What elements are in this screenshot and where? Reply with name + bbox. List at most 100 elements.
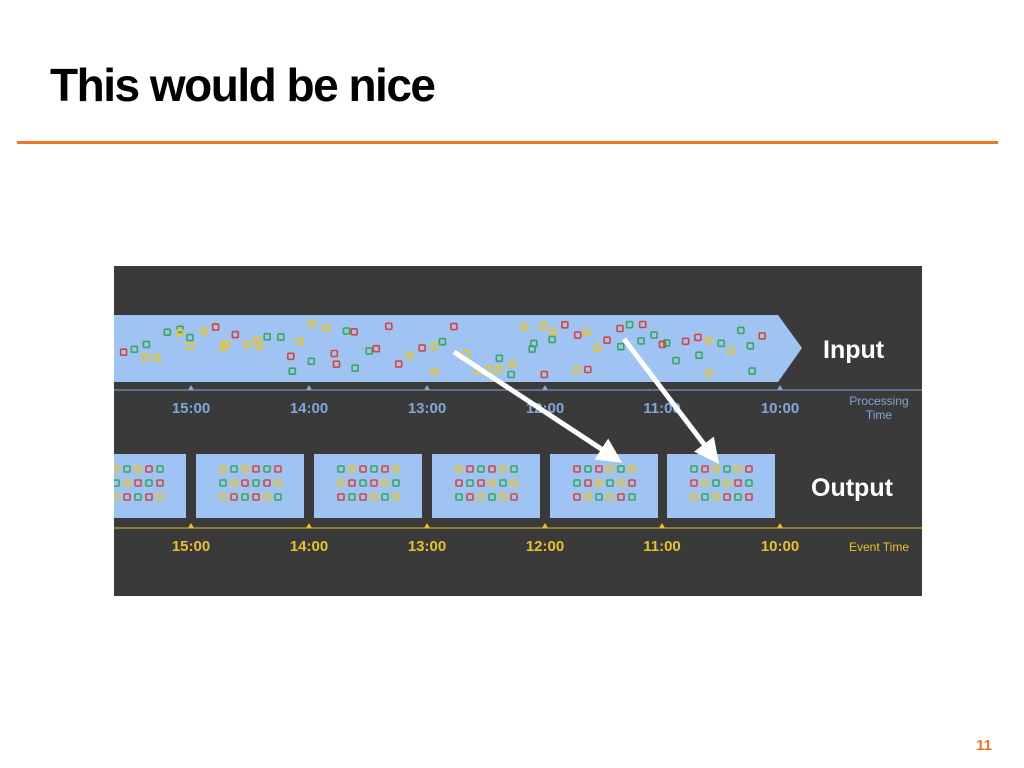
output-event-dot xyxy=(690,479,698,487)
output-event-dot xyxy=(114,479,120,487)
output-event-dot xyxy=(712,493,720,501)
output-event-dot xyxy=(263,465,271,473)
input-event-dot xyxy=(573,331,582,339)
input-event-dot xyxy=(694,333,702,342)
output-label: Output xyxy=(811,474,894,502)
input-event-dot xyxy=(705,369,713,377)
output-event-dot xyxy=(348,465,356,473)
input-event-dot xyxy=(263,332,271,341)
input-event-dot xyxy=(748,367,757,375)
output-event-dot xyxy=(466,493,474,501)
output-event-dot xyxy=(114,465,120,473)
input-event-dot xyxy=(130,345,139,354)
output-event-dot xyxy=(156,479,164,487)
input-event-dot xyxy=(704,336,713,345)
event-time-label: Event Time xyxy=(849,540,909,554)
output-event-dot xyxy=(701,479,709,487)
input-event-dot xyxy=(603,336,611,344)
output-event-dot xyxy=(690,493,698,501)
output-event-dot xyxy=(381,465,389,473)
input-tick-label: 10:00 xyxy=(761,400,799,417)
output-event-dot xyxy=(606,465,614,473)
output-tick-mark xyxy=(306,523,312,528)
input-event-dot xyxy=(583,365,592,374)
input-event-dot xyxy=(231,330,240,339)
input-event-dot xyxy=(200,327,208,335)
output-event-dot xyxy=(510,479,518,487)
output-event-dot xyxy=(337,493,345,501)
input-event-dot xyxy=(508,360,517,368)
output-event-dot xyxy=(510,465,518,473)
input-event-dot xyxy=(549,327,557,336)
output-event-dot xyxy=(734,465,742,473)
input-event-dot xyxy=(332,360,341,368)
input-event-dot xyxy=(186,342,194,350)
output-event-dot xyxy=(134,479,142,487)
output-event-dot xyxy=(573,493,581,501)
output-event-dot xyxy=(219,479,227,487)
input-event-dot xyxy=(141,353,150,361)
input-event-dot xyxy=(322,323,330,332)
output-event-dot xyxy=(156,493,164,501)
output-event-dot xyxy=(723,479,731,487)
input-event-dot xyxy=(495,365,503,373)
input-event-dot xyxy=(758,332,767,340)
output-event-dot xyxy=(455,493,463,501)
input-tick-mark xyxy=(777,385,783,390)
input-event-dot xyxy=(307,357,316,366)
output-event-dot xyxy=(617,493,625,501)
input-event-dot xyxy=(330,349,339,358)
output-event-dot xyxy=(690,465,698,473)
output-event-dot xyxy=(499,493,507,501)
output-tick-mark xyxy=(777,523,783,528)
output-event-dot xyxy=(381,479,389,487)
output-event-dot xyxy=(499,479,507,487)
input-event-dot xyxy=(243,340,252,349)
output-event-dot xyxy=(392,493,400,501)
output-event-dot xyxy=(466,465,474,473)
input-event-dot xyxy=(695,351,703,359)
output-event-dot xyxy=(263,493,271,501)
output-event-dot xyxy=(252,479,260,487)
input-event-dot xyxy=(520,323,528,331)
output-event-dot xyxy=(595,493,603,501)
output-event-dot xyxy=(219,493,227,501)
output-event-dot xyxy=(573,479,581,487)
output-event-dot xyxy=(145,493,153,501)
input-event-dot xyxy=(746,342,755,350)
output-event-dot xyxy=(712,465,720,473)
output-event-dot xyxy=(477,465,485,473)
input-event-dot xyxy=(681,337,690,346)
input-event-dot xyxy=(308,319,316,328)
input-event-dot xyxy=(717,339,725,348)
output-event-dot xyxy=(584,465,592,473)
input-event-dot xyxy=(418,344,426,352)
input-event-dot xyxy=(548,335,556,344)
output-event-dot xyxy=(392,479,400,487)
input-event-dot xyxy=(222,340,230,348)
output-event-dot xyxy=(241,465,249,473)
output-event-dot xyxy=(145,479,153,487)
input-event-dot xyxy=(277,333,285,341)
output-event-dot xyxy=(156,465,164,473)
input-event-dot xyxy=(365,347,373,355)
output-event-dot xyxy=(252,465,260,473)
input-event-dot xyxy=(495,354,504,363)
output-event-dot xyxy=(488,479,496,487)
output-tick-mark xyxy=(424,523,430,528)
input-event-dot xyxy=(342,327,351,335)
output-event-dot xyxy=(274,465,282,473)
output-event-dot xyxy=(274,493,282,501)
input-event-dot xyxy=(616,324,624,333)
output-event-dot xyxy=(628,493,636,501)
input-event-dot xyxy=(350,327,358,336)
input-band xyxy=(114,315,802,382)
late-arrival-arrow xyxy=(622,337,720,464)
output-tick-mark xyxy=(188,523,194,528)
output-event-dot xyxy=(359,479,367,487)
output-event-dot xyxy=(734,493,742,501)
input-event-dot xyxy=(119,348,128,356)
input-event-dot xyxy=(625,320,634,329)
output-event-dot xyxy=(230,493,238,501)
